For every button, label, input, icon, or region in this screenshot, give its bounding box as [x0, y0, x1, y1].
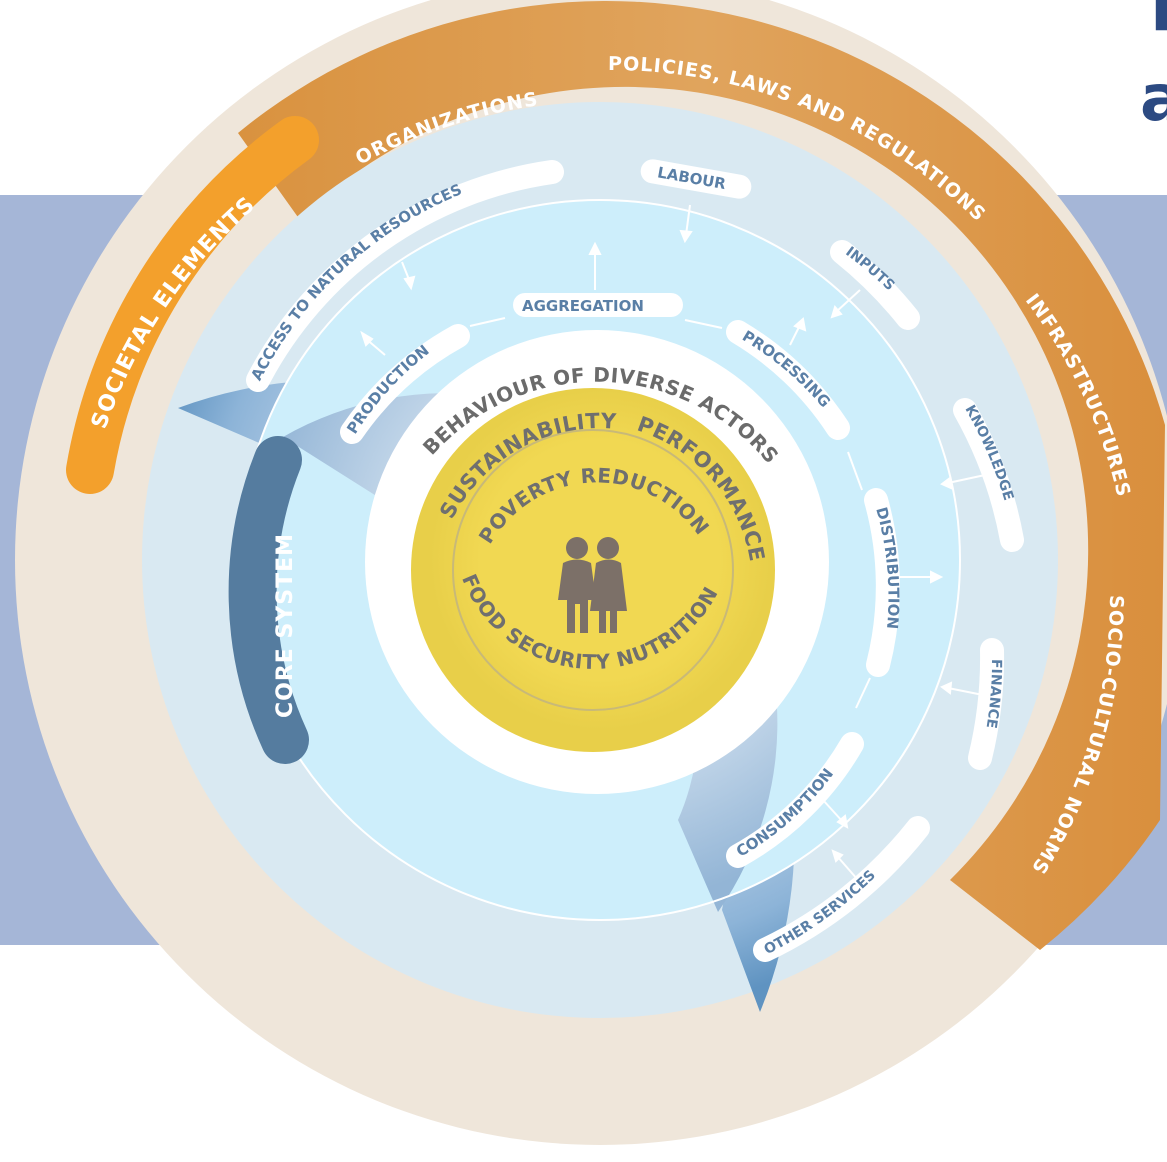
center-inner-circle [452, 429, 734, 711]
cropped-title-glyph-2: a [1140, 62, 1167, 136]
label-pills [246, 159, 1024, 962]
center-yellow-disc [411, 388, 775, 752]
societal-elements-arc [238, 0, 1165, 950]
core-system-tab [228, 436, 309, 764]
flow-arrows [360, 204, 986, 881]
finance-label: FINANCE [983, 659, 1004, 729]
cropped-title-glyph-1: T [1140, 0, 1167, 46]
societal-elements-tab [66, 116, 319, 494]
aggregation-label: AGGREGATION [522, 297, 644, 315]
core-system-label: CORE SYSTEM [273, 533, 298, 718]
two-people-icon [558, 537, 627, 633]
